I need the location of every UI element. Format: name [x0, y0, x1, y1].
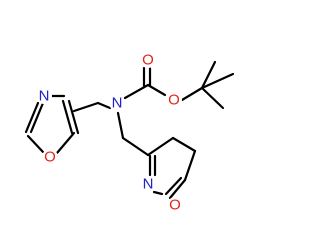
ring2-oxygen-label: O: [169, 197, 181, 214]
bond: [116, 111, 125, 140]
bond: [200, 72, 235, 90]
bond: [121, 136, 150, 157]
bond: [146, 83, 167, 97]
ring2-nitrogen-label: N: [143, 176, 154, 193]
atom-labels: N O N O O N O: [36, 52, 183, 214]
bond: [180, 86, 204, 102]
ring1-oxygen-label: O: [44, 149, 56, 166]
bond: [168, 178, 187, 200]
bond: [61, 99, 74, 135]
bond: [200, 86, 225, 110]
bond: [123, 83, 150, 100]
bond: [164, 176, 183, 196]
bond: [29, 101, 45, 134]
bond: [24, 101, 40, 134]
bond: [55, 131, 76, 155]
molecule-drawing: N O N O O N O: [24, 52, 235, 214]
bond: [200, 60, 217, 90]
ester-oxygen-label: O: [168, 92, 180, 109]
carbonyl-oxygen-label: O: [142, 52, 154, 69]
bond: [183, 149, 197, 182]
bond: [26, 134, 45, 154]
bond: [67, 99, 80, 135]
bond: [171, 136, 197, 153]
bond: [152, 190, 164, 196]
oxazole-ring-1: [24, 94, 100, 155]
bond: [72, 101, 100, 113]
oxazole-ring-2: [146, 136, 197, 200]
amine-nitrogen-label: N: [112, 95, 123, 112]
structure-canvas: N O N O O N O: [24, 52, 235, 214]
bond: [96, 101, 112, 110]
bond: [146, 136, 175, 157]
ring1-nitrogen-label: N: [39, 88, 50, 105]
central-chain: [96, 60, 235, 157]
